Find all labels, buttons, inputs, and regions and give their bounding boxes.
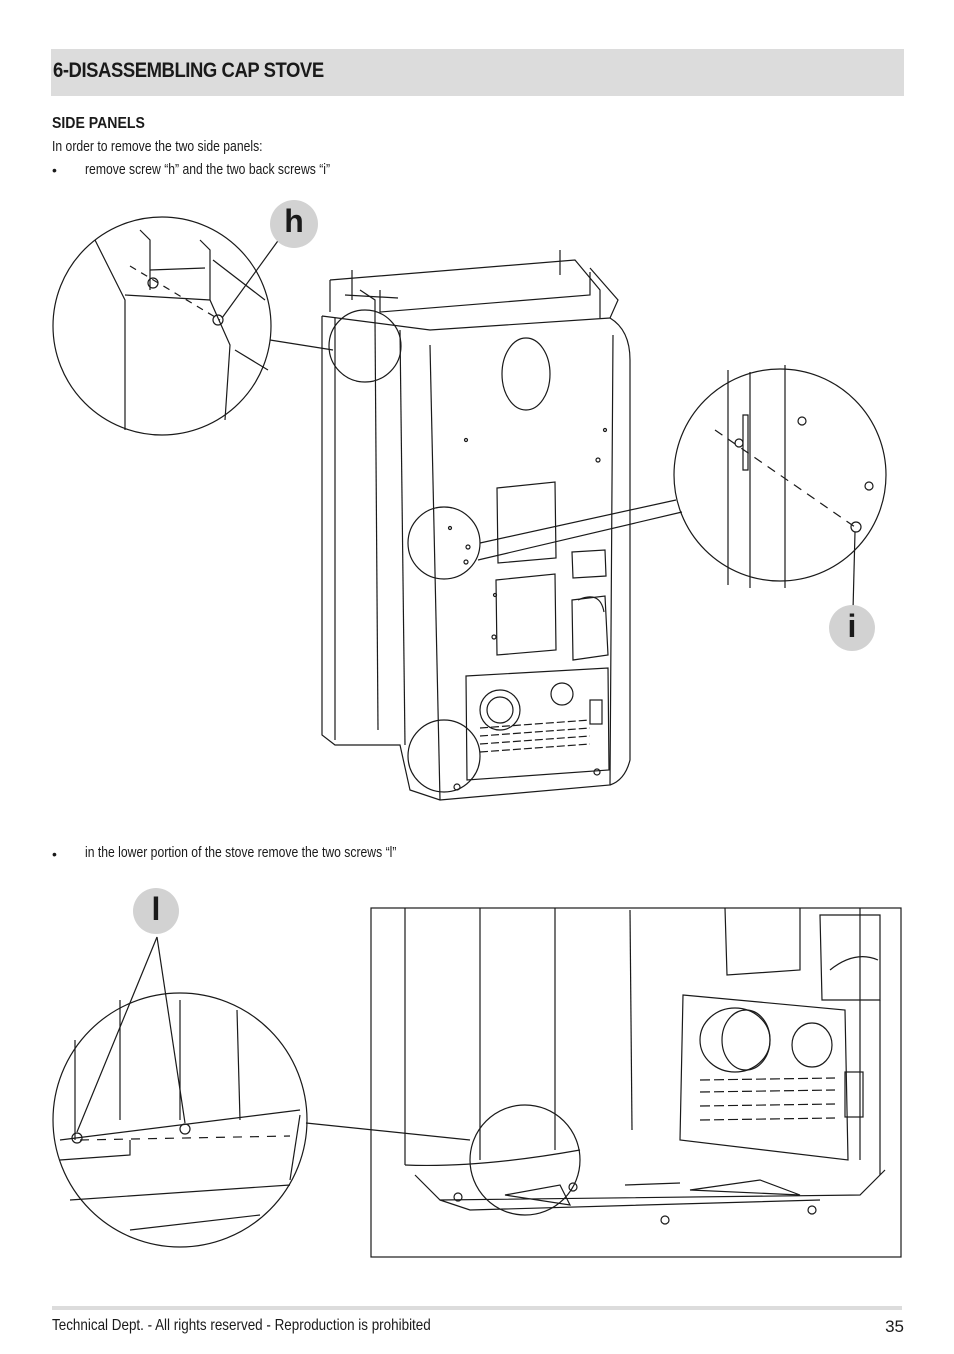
page-number: 35: [885, 1317, 904, 1336]
section-title: 6-DISASSEMBLING CAP STOVE: [53, 59, 324, 82]
step-1-text: remove screw “h” and the two back screws…: [85, 162, 331, 178]
callout-i-letter: i: [847, 608, 857, 644]
bullet-2: •: [52, 846, 57, 862]
callout-i: i: [829, 605, 875, 651]
footer-rule: [52, 1306, 902, 1310]
detail-circle-h: [52, 216, 272, 436]
callout-h-letter: h: [284, 203, 304, 239]
detail-circle-i: [673, 368, 887, 582]
callout-l-letter: l: [151, 891, 161, 927]
callout-h: h: [270, 200, 318, 248]
callout-l: l: [133, 888, 179, 934]
step-2-text: in the lower portion of the stove remove…: [85, 845, 397, 861]
intro-text: In order to remove the two side panels:: [52, 139, 263, 155]
footer-copyright: Technical Dept. - All rights reserved - …: [52, 1317, 431, 1334]
closeup-frame: [370, 907, 902, 1258]
section-title-bar: 6-DISASSEMBLING CAP STOVE: [51, 49, 904, 96]
subsection-title: SIDE PANELS: [52, 115, 145, 132]
detail-circle-l: [52, 992, 308, 1248]
bullet-1: •: [52, 162, 57, 178]
